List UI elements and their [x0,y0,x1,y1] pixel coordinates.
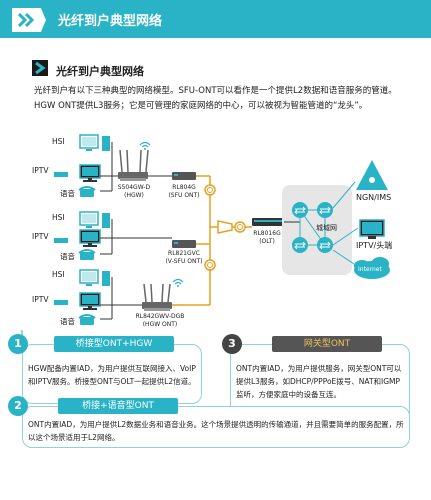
router-icon-3 [291,236,309,254]
sfu-ont-1 [172,172,196,180]
router-icon-1 [291,201,309,219]
label-metro-network: 城域网 [316,224,337,232]
label-ngn-ims: NGN/IMS [356,193,392,202]
device-label-olt: RL8016G (OLT) [253,230,281,245]
device-label-rl842: RL842GWV-DGB (HGW ONT) [135,313,185,328]
label-iptv-3: IPTV [32,295,49,304]
router-icon-2 [316,201,334,219]
iptv-headend-icon [359,219,385,239]
user-tv-3 [54,292,101,311]
v-sfu-ont [172,240,196,248]
label-hsi-2: HSI [52,213,65,222]
user-tv-2 [54,229,101,248]
header-bar [0,0,431,38]
label-voice-2: 语音 [60,252,75,261]
olt-device [252,218,284,226]
user-pc-3 [79,269,111,287]
panel-number-1: 1 [8,334,28,354]
user-pc-2 [79,211,111,229]
section-paragraph: 光纤到户有以下三种典型的网络模型。SFU-ONT可以看作是一个提供L2数据和语音… [34,86,397,111]
panel-title-2: 桥接+语音型ONT [58,398,178,414]
panel-title-3: 网关型ONT [272,336,382,352]
label-voice-1: 语音 [60,189,75,198]
panel-bridge-hgw [22,344,202,404]
label-voice-3: 语音 [60,317,75,326]
double-chevron-icon [18,12,35,28]
fiber-coil-3 [234,221,246,233]
panel-text-1: HGW配备内置IAD，为用户提供互联网接入、VoIP和IPTV服务。桥接型ONT… [28,364,196,386]
panel-number-3: 3 [222,334,242,354]
section-title: 光纤到户典型网络 [56,65,144,78]
label-iptv-headend: IPTV/头端 [356,241,393,250]
section-marker-icon [32,60,48,76]
fiber-coil-1 [204,184,216,196]
device-label-s504gw: S504GW-D (HGW) [117,184,151,199]
internet-cloud-icon [354,257,390,279]
label-internet: Internet [358,266,382,273]
header-badge [12,8,46,32]
user-phone-1 [78,186,96,198]
splitter-icon [217,220,233,234]
user-phone-3 [78,314,96,326]
header-title: 光纤到户典型网络 [58,14,163,29]
panel-number-2: 2 [8,396,28,416]
label-iptv-2: IPTV [32,232,49,241]
label-hsi-1: HSI [52,137,65,146]
router-icon-4 [316,236,334,254]
panel-text-2: ONT内置IAD，为用户提供L2数据业务和语音业务。这个场景提供透明的传输通道，… [28,420,404,442]
label-iptv-1: IPTV [32,166,49,175]
ngn-ims-icon [356,160,388,190]
user-tv-1 [54,164,101,183]
hgw-router-1 [118,141,151,181]
user-phone-2 [78,249,96,261]
panel-text-3: ONT内置IAD，为用户提供服务，网关型ONT可以提供L3服务，如DHCP/PP… [236,364,402,399]
device-label-rl821gvc: RL821GVC (V-SFU ONT) [165,250,203,265]
hgw-ont [142,278,184,311]
device-label-rl804g: RL804G (SFU ONT) [168,184,200,199]
user-pc-1 [79,134,111,152]
label-hsi-3: HSI [52,270,65,279]
panel-title-1: 桥接型ONT+HGW [54,336,174,352]
